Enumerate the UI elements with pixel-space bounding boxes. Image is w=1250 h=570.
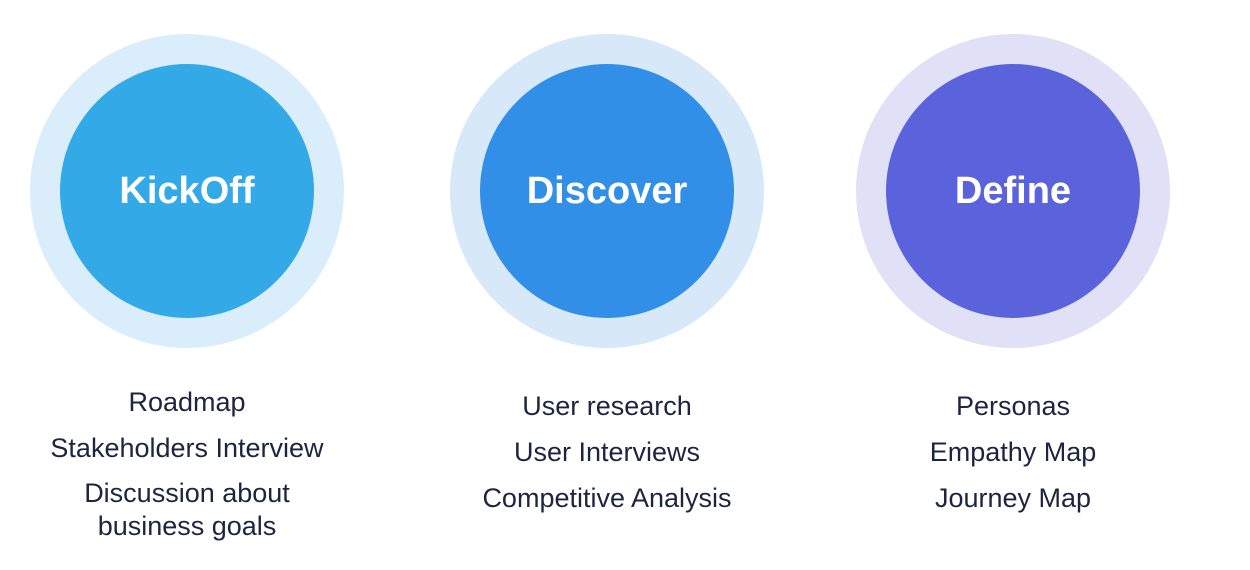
activity-item: User research — [522, 391, 692, 421]
activity-item: Journey Map — [934, 483, 1092, 513]
define-stage-circle: Define — [886, 64, 1140, 318]
discover-stage-circle: Discover — [480, 64, 734, 318]
kickoff-stage-circle: KickOff — [60, 64, 314, 318]
discover-stage-halo: Discover — [450, 34, 764, 348]
define-stage-title: Define — [954, 169, 1072, 212]
kickoff-activities: Roadmap Stakeholders Interview Discussio… — [0, 379, 377, 543]
define-stage-halo: Define — [856, 34, 1170, 348]
activity-item: Personas — [955, 391, 1071, 421]
activity-item: Empathy Map — [929, 437, 1097, 467]
kickoff-stage-title: KickOff — [119, 169, 255, 212]
activity-item: User Interviews — [513, 437, 701, 467]
activity-item: Discussion about business goals — [0, 471, 377, 543]
kickoff-stage-halo: KickOff — [30, 34, 344, 348]
activity-item: Stakeholders Interview — [50, 433, 324, 463]
activity-item: Roadmap — [128, 387, 246, 417]
activity-item: Competitive Analysis — [482, 483, 732, 513]
discover-activities: User research User Interviews Competitiv… — [417, 383, 797, 521]
define-activities: Personas Empathy Map Journey Map — [823, 383, 1203, 521]
activity-item-line: Discussion about — [84, 478, 290, 508]
discover-stage-title: Discover — [526, 169, 688, 212]
activity-item-line: business goals — [97, 511, 277, 541]
